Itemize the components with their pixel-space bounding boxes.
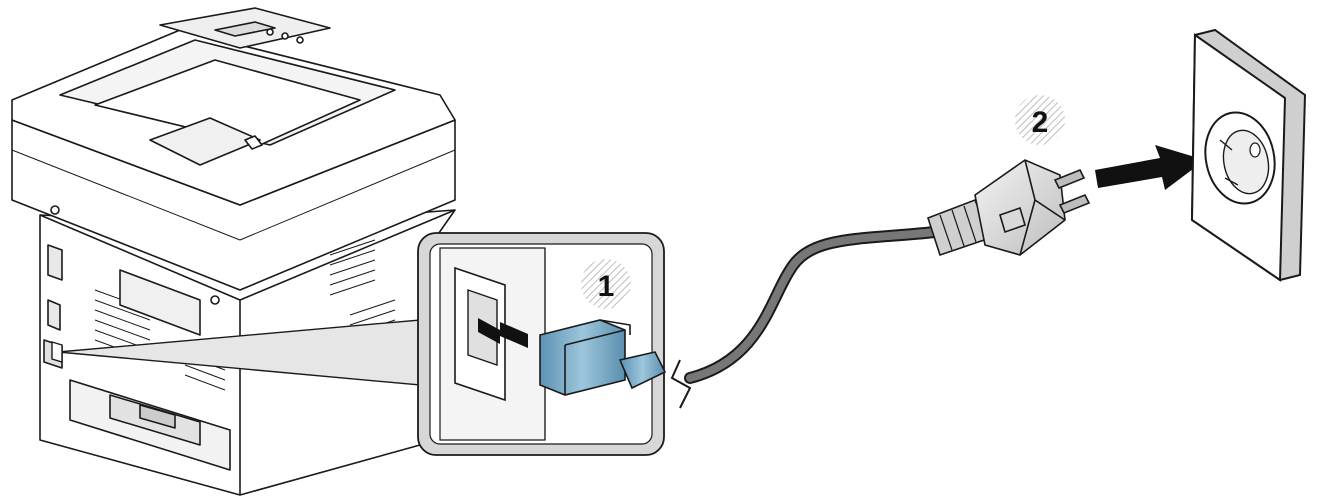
schuko-plug-icon	[927, 159, 1091, 257]
power-cable	[684, 226, 941, 384]
step-number-2: 2	[1032, 106, 1049, 139]
insert-arrow-icon	[478, 318, 528, 348]
insert-arrow-icon	[1095, 145, 1205, 190]
printer-icon	[11, 7, 456, 496]
step-badge-2: 2	[1015, 95, 1065, 145]
iec-power-connector-icon	[539, 319, 667, 396]
step-number-1: 1	[598, 270, 615, 303]
step-badge-1: 1	[581, 259, 631, 309]
cable-break-icon	[670, 359, 692, 409]
wall-outlet-icon	[1190, 28, 1307, 282]
